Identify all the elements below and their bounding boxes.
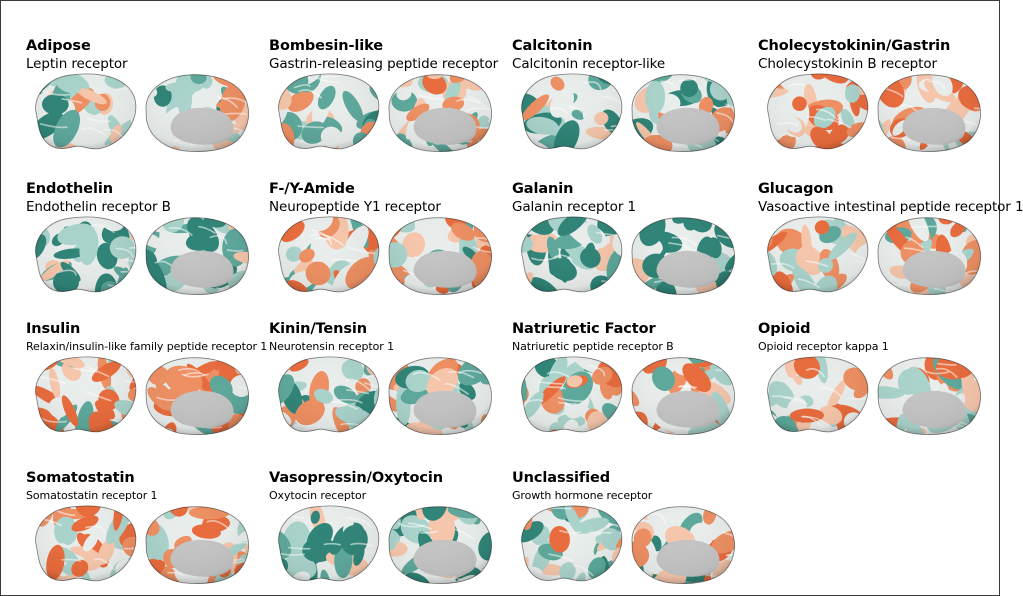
receptor-subtitle: Natriuretic peptide receptor B xyxy=(512,340,674,353)
brain-maps xyxy=(758,213,990,298)
family-title: Glucagon xyxy=(758,181,834,197)
panel-natriuretic-factor: Natriuretic Factor Natriuretic peptide r… xyxy=(512,321,752,441)
receptor-subtitle: Gastrin-releasing peptide receptor xyxy=(269,56,499,72)
receptor-subtitle: Leptin receptor xyxy=(26,56,128,72)
receptor-subtitle: Neurotensin receptor 1 xyxy=(269,340,394,353)
receptor-subtitle: Opioid receptor kappa 1 xyxy=(758,340,889,353)
receptor-subtitle: Galanin receptor 1 xyxy=(512,199,636,215)
family-title: Adipose xyxy=(26,38,91,54)
cortical-surface-map xyxy=(278,505,492,584)
panel-somatostatin: Somatostatin Somatostatin receptor 1 xyxy=(26,470,266,590)
brain-maps xyxy=(269,353,501,438)
cortical-surface-map xyxy=(521,73,735,152)
panel-glucagon: Glucagon Vasoactive intestinal peptide r… xyxy=(758,181,1023,301)
brain-maps xyxy=(269,70,501,155)
family-title: Vasopressin/Oxytocin xyxy=(269,470,443,486)
brain-maps xyxy=(26,502,258,587)
family-title: Somatostatin xyxy=(26,470,135,486)
cortical-surface-map xyxy=(35,216,249,295)
panel-galanin: Galanin Galanin receptor 1 xyxy=(512,181,752,301)
family-title: Calcitonin xyxy=(512,38,593,54)
panel-bombesin-like: Bombesin-like Gastrin-releasing peptide … xyxy=(269,38,509,158)
cortical-surface-map xyxy=(767,216,981,295)
cortical-surface-map xyxy=(521,356,735,435)
family-title: Opioid xyxy=(758,321,811,337)
panel-unclassified: Unclassified Growth hormone receptor xyxy=(512,470,752,590)
family-title: Endothelin xyxy=(26,181,113,197)
brain-maps xyxy=(269,502,501,587)
family-title: Bombesin-like xyxy=(269,38,384,54)
receptor-subtitle: Calcitonin receptor-like xyxy=(512,56,666,72)
panel-endothelin: Endothelin Endothelin receptor B xyxy=(26,181,266,301)
panel-vasopressin-oxytocin: Vasopressin/Oxytocin Oxytocin receptor xyxy=(269,470,509,590)
cortical-surface-map xyxy=(35,505,249,584)
cortical-surface-map xyxy=(278,216,492,295)
cortical-surface-map xyxy=(278,356,492,435)
receptor-subtitle: Oxytocin receptor xyxy=(269,489,367,502)
cortical-surface-map xyxy=(35,73,249,152)
receptor-subtitle: Neuropeptide Y1 receptor xyxy=(269,199,441,215)
cortical-surface-map xyxy=(767,73,981,152)
brain-maps xyxy=(512,353,744,438)
family-title: Natriuretic Factor xyxy=(512,321,656,337)
cortical-surface-map xyxy=(35,356,249,435)
family-title: F-/Y-Amide xyxy=(269,181,355,197)
receptor-subtitle: Endothelin receptor B xyxy=(26,199,171,215)
cortical-surface-map xyxy=(521,505,735,584)
family-title: Unclassified xyxy=(512,470,610,486)
receptor-subtitle: Relaxin/insulin-like family peptide rece… xyxy=(26,340,268,353)
panel-adipose: Adipose Leptin receptor xyxy=(26,38,266,158)
family-title: Cholecystokinin/Gastrin xyxy=(758,38,951,54)
panel-cholecystokinin-gastrin: Cholecystokinin/Gastrin Cholecystokinin … xyxy=(758,38,998,158)
cortical-surface-map xyxy=(767,356,981,435)
cortical-surface-map xyxy=(521,216,735,295)
brain-maps xyxy=(26,213,258,298)
brain-maps xyxy=(758,353,990,438)
receptor-subtitle: Growth hormone receptor xyxy=(512,489,653,502)
family-title: Galanin xyxy=(512,181,574,197)
receptor-subtitle: Somatostatin receptor 1 xyxy=(26,489,158,502)
panel-opioid: Opioid Opioid receptor kappa 1 xyxy=(758,321,998,441)
receptor-subtitle: Cholecystokinin B receptor xyxy=(758,56,937,72)
family-title: Insulin xyxy=(26,321,81,337)
panel-f-y-amide: F-/Y-Amide Neuropeptide Y1 receptor xyxy=(269,181,509,301)
brain-maps xyxy=(269,213,501,298)
receptor-subtitle: Vasoactive intestinal peptide receptor 1 xyxy=(758,199,1023,215)
brain-maps xyxy=(512,70,744,155)
panel-calcitonin: Calcitonin Calcitonin receptor-like xyxy=(512,38,752,158)
brain-maps xyxy=(26,353,258,438)
brain-maps xyxy=(512,502,744,587)
panel-insulin: Insulin Relaxin/insulin-like family pept… xyxy=(26,321,268,441)
brain-maps xyxy=(758,70,990,155)
panel-kinin-tensin: Kinin/Tensin Neurotensin receptor 1 xyxy=(269,321,509,441)
brain-maps xyxy=(512,213,744,298)
family-title: Kinin/Tensin xyxy=(269,321,367,337)
brain-maps xyxy=(26,70,258,155)
cortical-surface-map xyxy=(278,73,492,152)
